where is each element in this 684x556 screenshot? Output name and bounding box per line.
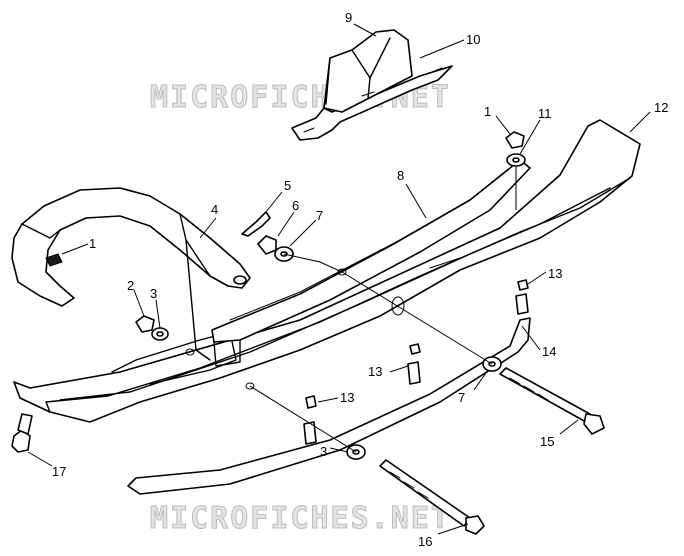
- callout-4: 4: [211, 202, 218, 217]
- leader-16: [437, 523, 469, 535]
- callout-16: 16: [418, 534, 432, 549]
- callout-11: 11: [538, 106, 552, 121]
- ski-handle: [11, 187, 251, 361]
- leader-14: [521, 325, 541, 351]
- leader-6: [277, 211, 295, 237]
- ski-hole: [391, 296, 405, 316]
- leader-5: [265, 191, 283, 213]
- watermark-bottom: MICROFICHES.NET: [150, 501, 451, 536]
- callout-3-upper: 3: [150, 286, 157, 301]
- callout-13b: 13: [368, 364, 382, 379]
- carbide-stud-13a: [515, 279, 529, 315]
- leader-1-top: [495, 115, 511, 135]
- callout-8: 8: [397, 168, 404, 183]
- callout-1-top: 1: [484, 104, 491, 119]
- stud-bolt: [11, 413, 33, 453]
- nut-2: [135, 315, 155, 333]
- callout-7-upper: 7: [316, 208, 323, 223]
- leader-7-lower: [473, 369, 489, 391]
- callout-5: 5: [284, 178, 291, 193]
- ski-hole: [185, 348, 195, 356]
- leader-13c: [317, 397, 339, 403]
- leader-15: [559, 419, 579, 435]
- leader-10: [419, 39, 465, 59]
- ski-hole: [245, 382, 255, 390]
- leader-12: [629, 111, 651, 133]
- leader-1-left: [61, 243, 89, 255]
- callout-9: 9: [345, 10, 352, 25]
- callout-14: 14: [542, 344, 556, 359]
- bolt-lower: [379, 459, 485, 535]
- callout-17: 17: [52, 464, 66, 479]
- carbide-stud-13c: [303, 395, 317, 445]
- wear-bar: [127, 317, 531, 495]
- leader-11: [519, 119, 541, 155]
- leader-13b: [389, 365, 409, 373]
- ski-hole: [337, 268, 347, 276]
- washer-11: [506, 153, 526, 210]
- cotter-pin-5: [241, 211, 271, 237]
- leader-17: [27, 451, 53, 467]
- callout-13a: 13: [548, 266, 562, 281]
- leader-8: [405, 183, 427, 219]
- leader-3-lower: [329, 447, 349, 453]
- callout-6: 6: [292, 198, 299, 213]
- callout-12: 12: [654, 100, 668, 115]
- saddle-bracket: [291, 29, 453, 141]
- leader-line: [249, 385, 357, 453]
- callout-2: 2: [127, 278, 134, 293]
- callout-10: 10: [466, 32, 480, 47]
- leader-13a: [527, 271, 547, 285]
- leader-2: [133, 289, 145, 317]
- leader-line: [283, 253, 343, 273]
- nut-1-top: [505, 131, 525, 149]
- callout-15: 15: [540, 434, 554, 449]
- carbide-stud-13b: [407, 343, 421, 385]
- ski-body: [13, 119, 641, 423]
- ski-spindle-rail: [211, 159, 531, 367]
- leader-4: [199, 217, 217, 239]
- callout-7-lower: 7: [458, 390, 465, 405]
- leader-7-upper: [289, 219, 317, 247]
- leader-9: [353, 23, 377, 37]
- callout-3-lower: 3: [320, 444, 327, 459]
- washer-3-upper: [151, 327, 169, 341]
- callout-1-left: 1: [89, 236, 96, 251]
- nut-6: [257, 235, 277, 255]
- bolt-long: [499, 367, 605, 435]
- leader-line: [341, 271, 493, 365]
- callout-13c: 13: [340, 390, 354, 405]
- leader-3-upper: [155, 299, 161, 329]
